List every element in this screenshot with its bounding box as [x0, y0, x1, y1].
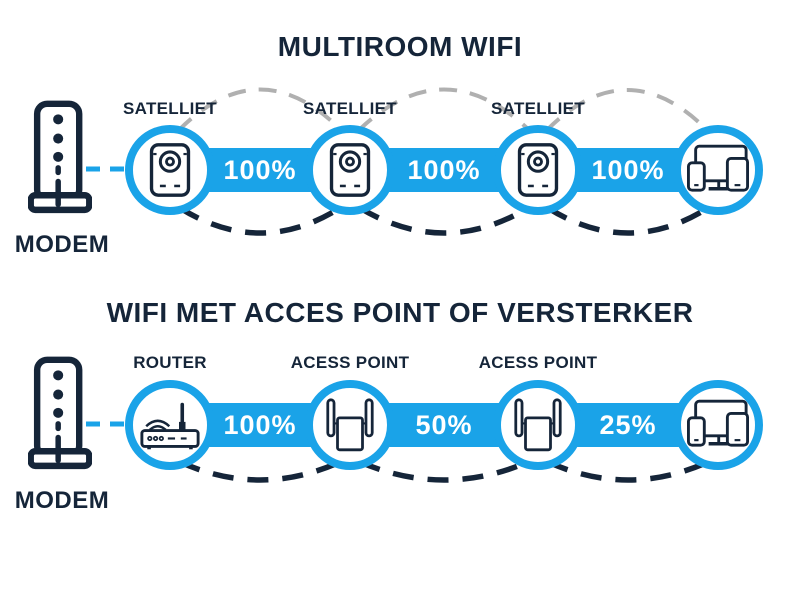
node-satelliet-2: [305, 125, 395, 215]
black-arc: [178, 459, 342, 483]
node-label-satelliet-1: SATELLIET: [123, 99, 217, 118]
node-devices-1: [673, 125, 763, 215]
node-label-satelliet-3: SATELLIET: [491, 99, 585, 118]
modem-icon: [28, 100, 92, 214]
modem-icon: [28, 100, 92, 221]
section-title-accesspoint: WIFI MET ACCES POINT OF VERSTERKER: [106, 297, 694, 328]
gray-arc: [356, 87, 532, 133]
node-accesspoint-1: [305, 380, 395, 470]
black-arc: [546, 205, 710, 236]
black-arc: [358, 459, 530, 483]
black-arc: [358, 205, 530, 236]
node-satelliet-1: [125, 125, 215, 215]
satellite-icon: [329, 143, 371, 197]
router-icon: [140, 402, 200, 449]
node-devices-2: [673, 380, 763, 470]
black-arc: [546, 459, 710, 483]
devices-icon: [687, 144, 749, 192]
satellite-icon: [149, 143, 191, 197]
access-point-icon: [326, 397, 374, 451]
node-accesspoint-2: [493, 380, 583, 470]
modem-label: MODEM: [14, 231, 110, 258]
access-point-icon: [514, 397, 562, 451]
devices-icon: [687, 399, 749, 447]
modem-icon: [28, 356, 92, 477]
gray-arc: [176, 87, 344, 133]
section-title-multiroom: MULTIROOM WIFI: [277, 31, 523, 62]
node-satelliet-3: [493, 125, 583, 215]
node-label-accesspoint-2: ACESS POINT: [478, 353, 598, 372]
node-router: [125, 380, 215, 470]
node-label-router: ROUTER: [133, 353, 207, 372]
gray-arc: [544, 88, 712, 135]
modem-icon: [28, 356, 92, 470]
node-label-accesspoint-1: ACESS POINT: [290, 353, 410, 372]
satellite-icon: [517, 143, 559, 197]
black-arc: [178, 205, 342, 236]
node-label-satelliet-2: SATELLIET: [303, 99, 397, 118]
modem-label: MODEM: [14, 487, 110, 514]
